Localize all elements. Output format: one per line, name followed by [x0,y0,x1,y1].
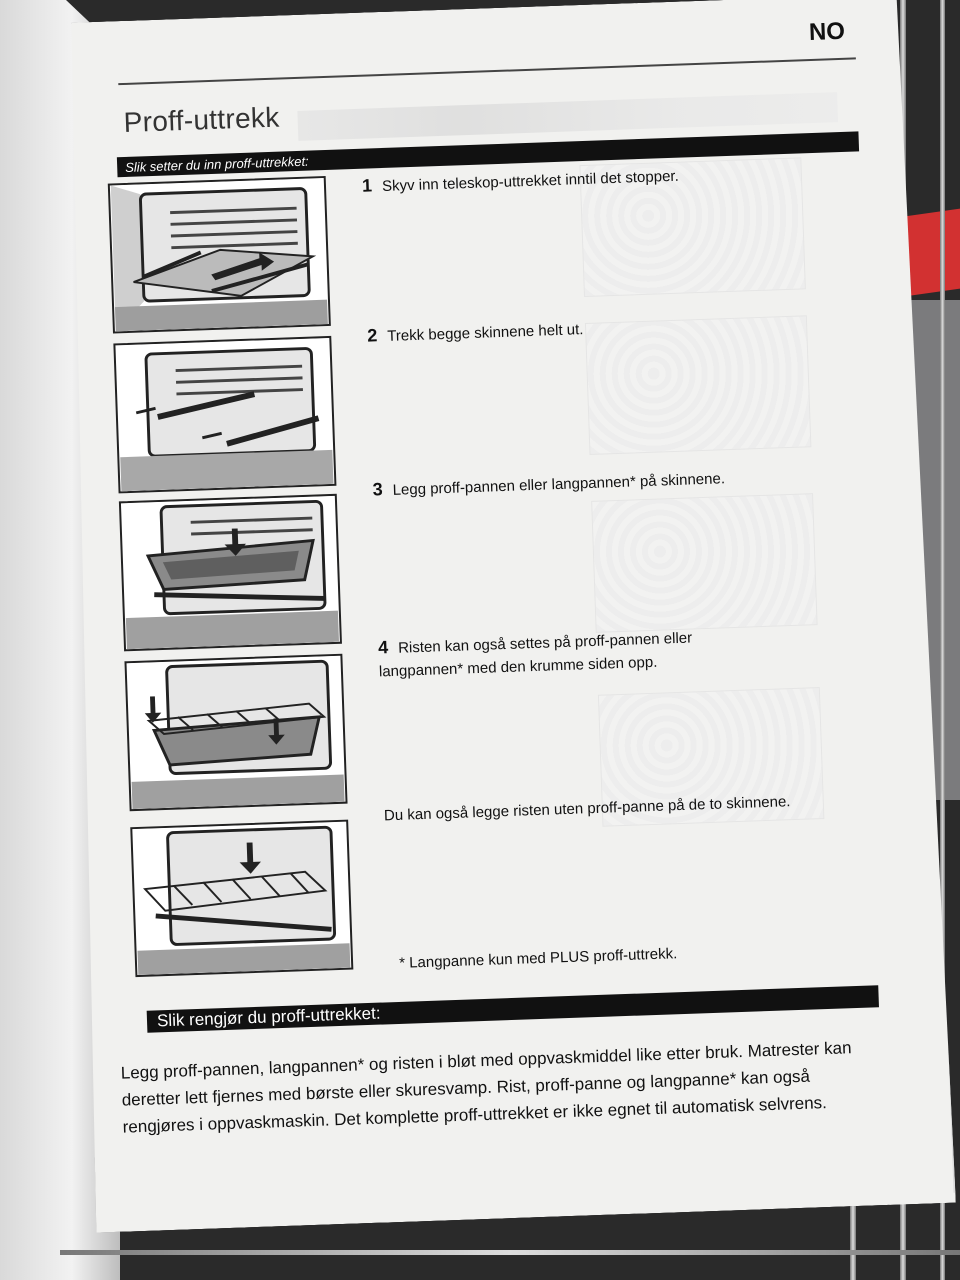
illustration-step-3 [119,494,342,652]
install-heading: Slik setter du inn proff-uttrekket: [124,153,309,175]
oven-rack-illustration [132,822,351,975]
step-number: 2 [366,325,378,346]
arrow-icon [211,252,275,280]
arrow-icon [202,433,222,438]
step-text: Legg proff-pannen eller langpannen* på s… [392,470,726,499]
header-rule [118,57,856,85]
language-code: NO [808,17,846,47]
oven-rack-illustration [127,656,346,809]
illustration-step-4 [124,654,347,812]
cleaning-heading: Slik rengjør du proff-uttrekket: [156,1003,381,1031]
arrow-icon [136,408,156,413]
bleed-through-shadow [297,92,838,141]
cleaning-instructions: Legg proff-pannen, langpannen* og risten… [120,1038,852,1137]
footnote-text: * Langpanne kun med PLUS proff-uttrekk. [398,945,678,972]
step-number: 3 [372,479,383,500]
bleed-through-image [591,493,817,633]
oven-pan-illustration [121,496,340,649]
illustration-rack-only [130,820,353,978]
manual-page: NO Proff-uttrekk Slik setter du inn prof… [54,0,956,1233]
step-text: Risten kan også settes på proff-pannen e… [378,629,693,681]
illustration-step-2 [113,336,336,494]
cleaning-section-bar: Slik rengjør du proff-uttrekket: [147,981,880,1035]
oven-rails-illustration [115,338,334,491]
illustration-step-1 [108,176,331,334]
rack-wire [60,1250,960,1255]
rack-wire [940,0,945,1280]
step-number: 1 [361,175,373,196]
oven-rails-illustration [110,178,329,331]
page-title: Proff-uttrekk [123,101,280,139]
arrow-icon [247,842,254,864]
step-text: Trekk begge skinnene helt ut. [386,321,584,345]
footnote: * Langpanne kun med PLUS proff-uttrekk. [399,937,840,975]
arrow-icon [144,692,285,749]
step-number: 4 [377,637,389,658]
arrow-icon [232,528,238,546]
